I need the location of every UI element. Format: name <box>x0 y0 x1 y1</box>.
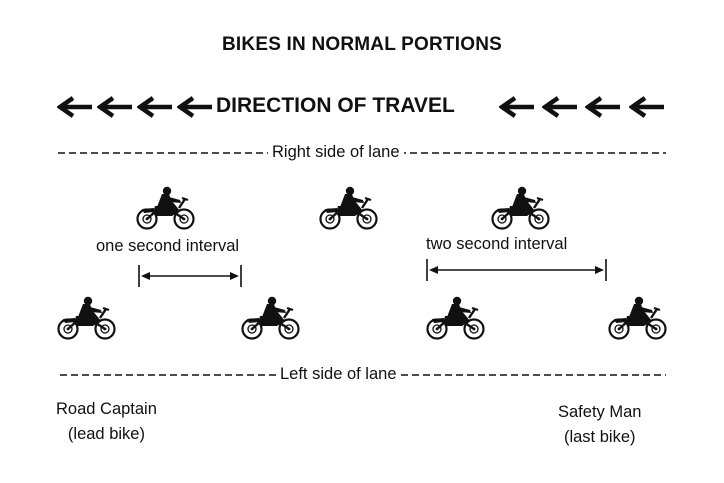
right-lane-bikes <box>136 186 550 230</box>
last-bike-name: Safety Man <box>558 403 642 421</box>
two-second-interval-label: two second interval <box>426 235 568 253</box>
left-arrow-icon <box>588 98 620 116</box>
two-second-interval-marker <box>426 259 607 281</box>
motorcycle-icon <box>491 186 550 230</box>
right-arrows-group <box>502 98 664 116</box>
lead-bike-name: Road Captain <box>56 400 157 418</box>
left-lane-bikes <box>57 296 667 340</box>
left-arrow-icon <box>632 98 664 116</box>
left-arrow-icon <box>60 98 92 116</box>
left-arrow-icon <box>140 98 172 116</box>
motorcycle-icon <box>241 296 300 340</box>
motorcycle-icon <box>608 296 667 340</box>
left-arrow-icon <box>545 98 577 116</box>
left-arrow-icon <box>100 98 132 116</box>
motorcycle-icon <box>57 296 116 340</box>
lead-bike-caption: Road Captain (lead bike) <box>56 397 157 447</box>
motorcycle-icon <box>136 186 195 230</box>
last-bike-role: (last bike) <box>563 428 636 446</box>
left-arrow-icon <box>502 98 534 116</box>
one-second-interval-label: one second interval <box>96 237 240 255</box>
left-arrows-group <box>60 98 212 116</box>
left-arrow-icon <box>180 98 212 116</box>
last-bike-caption: Safety Man (last bike) <box>558 400 641 450</box>
diagram-title: BIKES IN NORMAL PORTIONS <box>222 34 502 55</box>
lead-bike-role: (lead bike) <box>67 425 145 443</box>
motorcycle-icon <box>426 296 485 340</box>
left-lane-label: Left side of lane <box>276 365 401 384</box>
one-second-interval-marker <box>138 265 242 287</box>
motorcycle-icon <box>319 186 378 230</box>
right-lane-label: Right side of lane <box>268 143 404 162</box>
direction-label: DIRECTION OF TRAVEL <box>216 94 455 117</box>
